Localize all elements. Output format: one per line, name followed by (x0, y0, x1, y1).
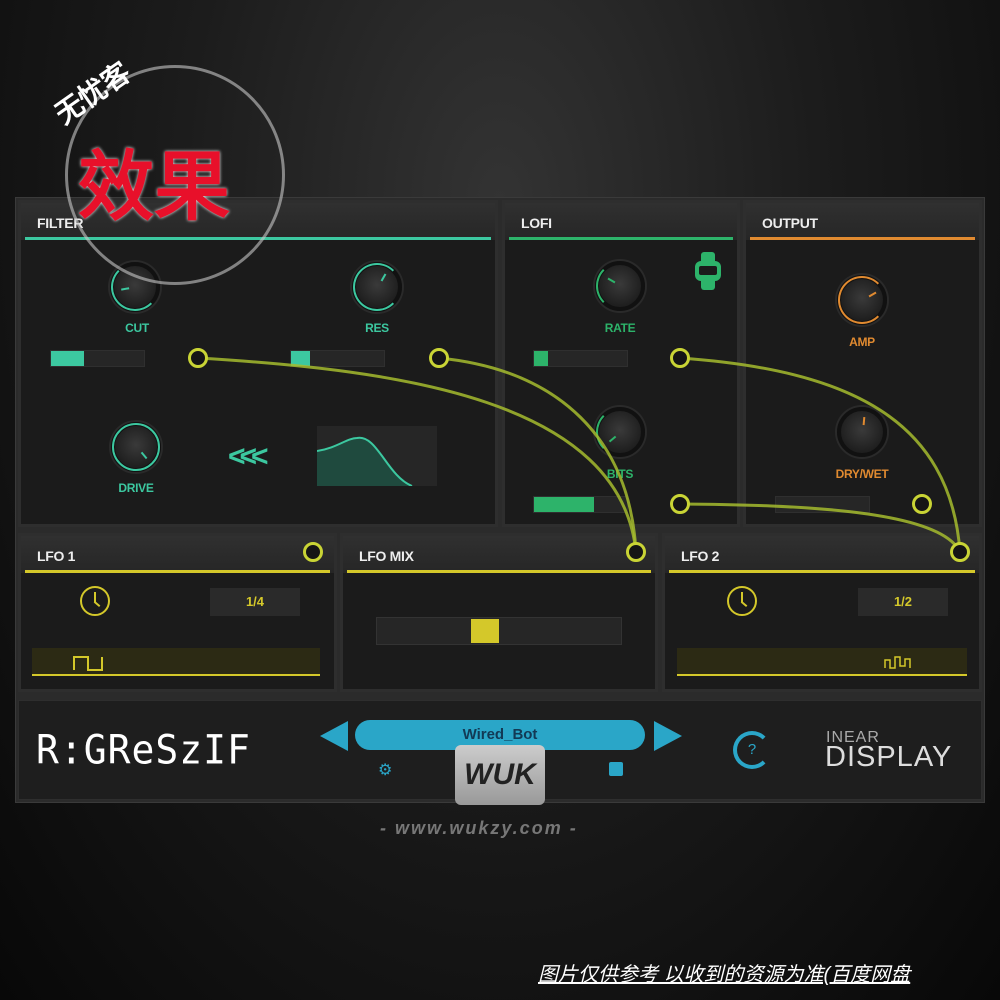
bits-mod-slider[interactable] (533, 496, 628, 513)
amp-label: AMP (849, 335, 875, 349)
watermark-circle (65, 65, 285, 285)
lfo2-rate[interactable]: 1/2 (858, 588, 948, 616)
cut-label: CUT (125, 321, 149, 335)
lfo2-title: LFO 2 (681, 548, 720, 564)
lfo2-output-port[interactable] (950, 542, 970, 562)
lfo1-title: LFO 1 (37, 548, 76, 564)
filter-response-graph[interactable] (317, 426, 437, 486)
lfomix-output-port[interactable] (626, 542, 646, 562)
amp-knob[interactable] (837, 275, 887, 325)
footer-note: 图片仅供参考 以收到的资源为准(百度网盘 (538, 964, 911, 986)
lfo1-waveform-selector[interactable] (32, 648, 320, 676)
brand-bottom: DISPLAY (825, 741, 953, 773)
res-knob[interactable] (352, 262, 402, 312)
watermark-url: - www.wukzy.com - (380, 818, 578, 838)
rate-mod-slider[interactable] (533, 350, 628, 367)
random-wave-icon (884, 656, 911, 669)
square-wave-icon (73, 656, 103, 671)
rate-knob[interactable] (595, 261, 645, 311)
watermark-main: 效果 (78, 142, 230, 231)
filter-arrows-icon[interactable]: <<< (228, 440, 268, 473)
lfomix-title: LFO MIX (359, 548, 414, 564)
output-title: OUTPUT (762, 215, 818, 231)
lfo2-sync-clock-icon[interactable] (727, 586, 757, 616)
bits-mod-port[interactable] (670, 494, 690, 514)
lofi-title: LOFI (521, 215, 552, 231)
cut-mod-port[interactable] (188, 348, 208, 368)
lfo-mix-thumb[interactable] (471, 619, 499, 643)
watermark-badge: WUK (455, 745, 545, 805)
res-mod-slider[interactable] (290, 350, 385, 367)
drywet-knob[interactable] (837, 407, 887, 457)
lfomix-panel: LFO MIX (340, 533, 658, 692)
help-refresh-icon[interactable]: ? (733, 731, 771, 769)
drywet-mod-port[interactable] (912, 494, 932, 514)
brand-top: INEAR (826, 729, 880, 746)
drywet-mod-slider[interactable] (775, 496, 870, 513)
lfo1-sync-clock-icon[interactable] (80, 586, 110, 616)
res-label: RES (365, 321, 389, 335)
watch-icon[interactable] (695, 252, 721, 290)
save-icon[interactable] (609, 762, 623, 776)
rate-label: RATE (604, 321, 636, 335)
bits-label: BITS (606, 467, 634, 481)
drive-knob[interactable] (111, 422, 161, 472)
lfo1-output-port[interactable] (303, 542, 323, 562)
cut-mod-slider[interactable] (50, 350, 145, 367)
bits-knob[interactable] (595, 407, 645, 457)
drywet-label: DRY/WET (835, 467, 889, 481)
filter-title: FILTER (37, 215, 84, 231)
rate-mod-port[interactable] (670, 348, 690, 368)
drive-label: DRIVE (118, 481, 154, 495)
lfo2-waveform-selector[interactable] (677, 648, 967, 676)
lfo1-rate[interactable]: 1/4 (210, 588, 300, 616)
res-mod-port[interactable] (429, 348, 449, 368)
plugin-logo: R:GReSzIF (36, 726, 251, 774)
preset-next-button[interactable] (654, 721, 682, 751)
preset-prev-button[interactable] (320, 721, 348, 751)
lfo-mix-slider[interactable] (376, 617, 622, 645)
settings-gear-icon[interactable]: ⚙ (378, 762, 393, 779)
